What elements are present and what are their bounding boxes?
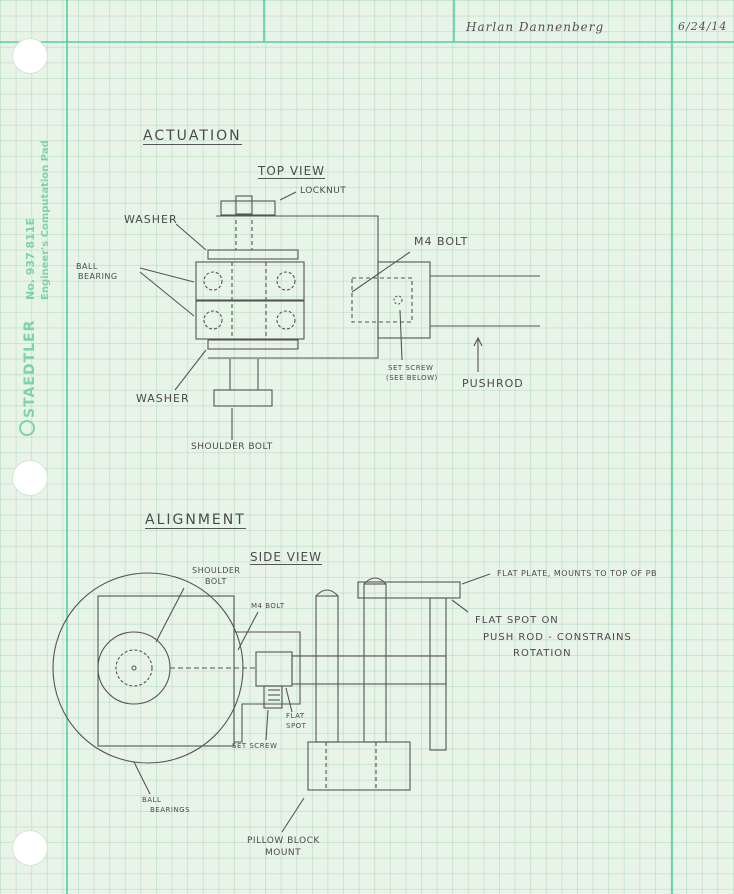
locknut-stud <box>235 195 253 215</box>
label-ball-bearings-line2: BEARINGS <box>150 806 191 814</box>
label-set-screw-line2: (SEE BELOW) <box>386 374 438 382</box>
set-screw <box>263 685 283 709</box>
locknut <box>220 200 276 216</box>
label-pillow-block-line1: PILLOW BLOCK <box>247 836 320 846</box>
section-title-alignment: ALIGNMENT <box>145 512 246 529</box>
bolt-left <box>315 595 339 743</box>
binding-hole <box>12 460 48 496</box>
label-m4-bolt-top: M4 BOLT <box>414 235 469 248</box>
label-flat-spot-small-line1: FLAT <box>286 712 305 720</box>
bolt-right <box>363 583 387 743</box>
brand-product-name: Engineer's Computation Pad <box>40 140 51 300</box>
label-flat-spot-line2: PUSH ROD - CONSTRAINS <box>483 632 632 643</box>
staedtler-logo-icon <box>19 420 35 436</box>
section-title-actuation: ACTUATION <box>143 128 242 145</box>
label-set-screw-line1: SET SCREW <box>388 364 434 372</box>
shoulder-bolt-head-side <box>97 631 171 705</box>
label-flat-spot-line3: ROTATION <box>513 648 572 659</box>
view-title-top: TOP VIEW <box>258 164 326 179</box>
author-name: Harlan Dannenberg <box>466 20 605 34</box>
label-shoulder-bolt-line1: SHOULDER <box>192 566 241 575</box>
brand-logo: STAEDTLER <box>22 320 38 418</box>
label-pillow-block-line2: MOUNT <box>265 848 302 858</box>
shoulder-bolt-head <box>213 389 273 407</box>
mount-plate <box>97 595 235 747</box>
brand-product-number: No. 937 811E <box>24 218 37 300</box>
pushrod-side <box>291 655 447 685</box>
pillow-block-mount <box>307 741 411 791</box>
pushrod-end <box>255 651 293 687</box>
washer-bottom <box>207 339 299 350</box>
plate-support <box>429 597 447 751</box>
pushrod-housing <box>377 261 431 339</box>
label-ball-bearing-line1: BALL <box>76 262 98 271</box>
ball-bearing-lower <box>195 300 305 340</box>
label-ball-bearings-line1: BALL <box>142 796 162 804</box>
label-ball-bearing-line2: BEARING <box>78 272 118 281</box>
label-flat-plate: FLAT PLATE, MOUNTS TO TOP OF PB <box>497 569 657 578</box>
label-pushrod: PUSHROD <box>462 377 524 390</box>
label-flat-spot-line1: FLAT SPOT ON <box>475 615 559 626</box>
binding-hole <box>12 38 48 74</box>
label-shoulder-bolt-line2: BOLT <box>205 577 227 586</box>
view-title-side: SIDE VIEW <box>250 550 322 565</box>
label-washer-bottom: WASHER <box>136 392 190 405</box>
washer-top <box>207 249 299 260</box>
date: 6/24/14 <box>678 20 728 33</box>
ball-bearing-upper <box>195 261 305 301</box>
label-set-screw-side: SET SCREW <box>232 742 278 750</box>
label-washer-top: WASHER <box>124 213 178 226</box>
label-m4-bolt-side: M4 BOLT <box>251 602 285 610</box>
binding-hole <box>12 830 48 866</box>
label-flat-spot-small-line2: SPOT <box>286 722 307 730</box>
flat-plate <box>357 581 461 599</box>
label-shoulder-bolt: SHOULDER BOLT <box>191 442 273 452</box>
label-locknut: LOCKNUT <box>300 186 347 196</box>
